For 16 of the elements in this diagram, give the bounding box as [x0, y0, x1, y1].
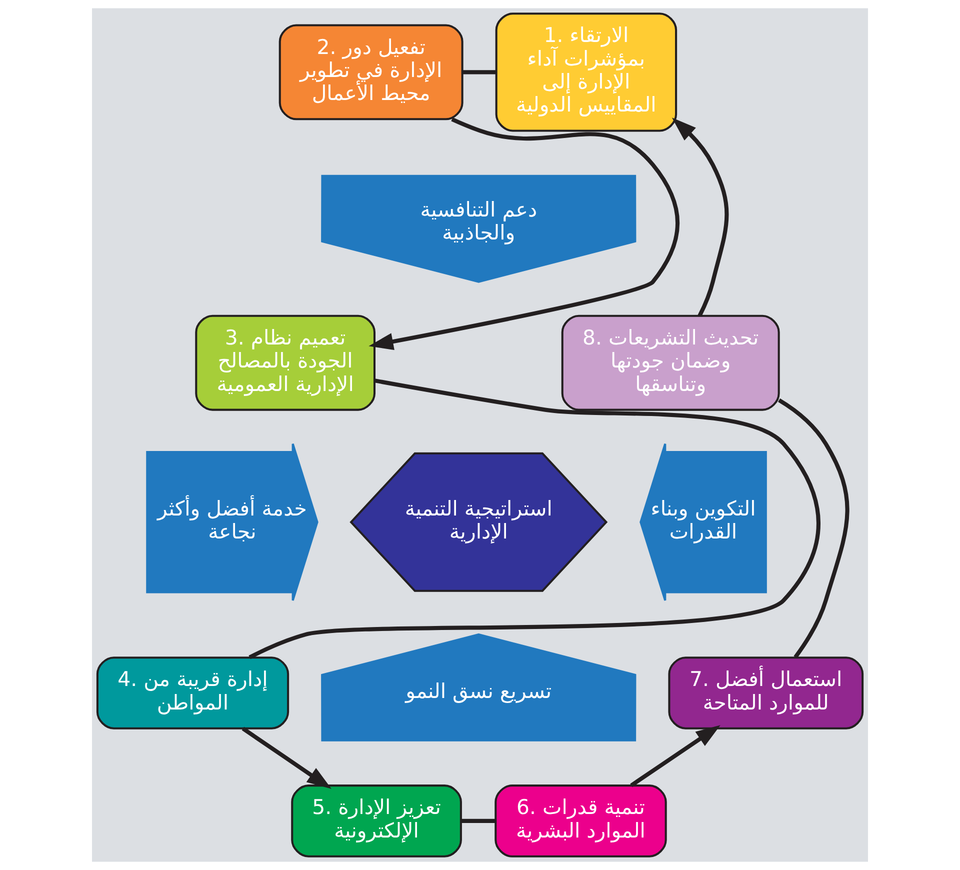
connector [462, 70, 496, 74]
arrow [630, 725, 720, 788]
node-box: 1. الارتقاء بمؤشرات آداء الإدارة إلى المقاييس الدولية [495, 12, 678, 132]
node-box: 7. استعمال أفضل للموارد المتاحة [668, 656, 864, 730]
node-box: 3. تعميم نظام الجودة بالمصالح الإدارية العمومية [195, 314, 376, 411]
node-box: 8. تحديث التشريعات وضمان جودتها وتناسقها [561, 314, 780, 411]
node-box: 6. تنمية قدرات الموارد البشرية [494, 784, 667, 858]
node-box: 2. تفعيل دور الإدارة في تطوير محيط الأعمال [278, 24, 464, 120]
arrow [242, 726, 332, 789]
connector [461, 818, 496, 823]
node-box: 5. تعزيز الإدارة الإلكترونية [291, 784, 462, 858]
connector [778, 398, 850, 658]
arrow [672, 118, 729, 317]
node-box: 4. إدارة قريبة من المواطن [96, 656, 290, 730]
arrow [368, 117, 680, 350]
connector [248, 378, 820, 660]
